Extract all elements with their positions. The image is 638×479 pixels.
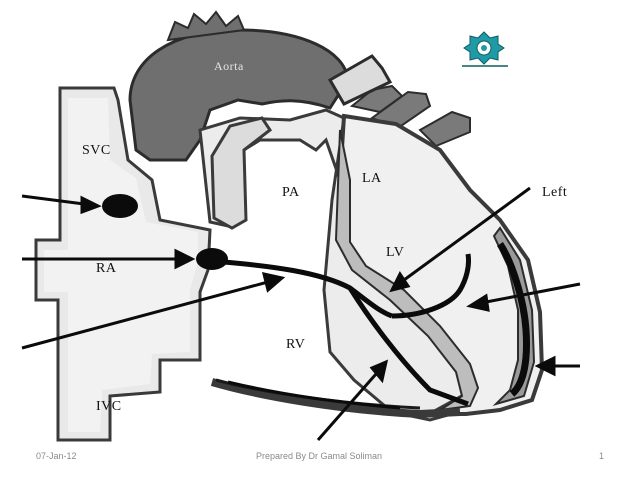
footer-date: 07-Jan-12 xyxy=(36,451,77,461)
arrow-av-node xyxy=(22,248,196,270)
ra-label: RA xyxy=(96,261,117,276)
arrow-left-branch xyxy=(466,282,581,312)
pa-label: PA xyxy=(282,185,300,200)
svc-label: SVC xyxy=(82,143,111,158)
rv-label: RV xyxy=(286,337,305,352)
institution-logo-icon xyxy=(462,30,508,67)
rv-branch xyxy=(227,380,401,410)
arrow-lv-purkinje xyxy=(534,355,580,377)
sa-node-marker xyxy=(102,194,138,218)
annotation-arrows xyxy=(21,186,581,441)
footer-page-number: 1 xyxy=(598,451,604,461)
arrow-rv-purkinje xyxy=(316,359,389,441)
aorta: Aorta xyxy=(128,10,350,162)
footer-author: Prepared By Dr Gamal Soliman xyxy=(255,451,383,461)
lv-label: LV xyxy=(386,245,404,260)
left-callout-label: Left xyxy=(542,185,567,200)
aorta-label: Aorta xyxy=(214,59,244,73)
arrow-left-bundle xyxy=(389,186,531,293)
av-node-marker xyxy=(196,248,228,270)
arrow-bundle xyxy=(21,272,286,350)
pulmonary-veins xyxy=(327,54,471,148)
conduction-system xyxy=(102,194,530,410)
ivc-label: IVC xyxy=(96,399,122,414)
la-label: LA xyxy=(362,171,382,186)
septal-bundle xyxy=(347,286,469,407)
left-bundle-branch xyxy=(391,253,471,319)
arrow-sa-node xyxy=(21,194,102,215)
right-purkinje xyxy=(497,242,530,397)
bundle-of-his xyxy=(223,259,393,319)
